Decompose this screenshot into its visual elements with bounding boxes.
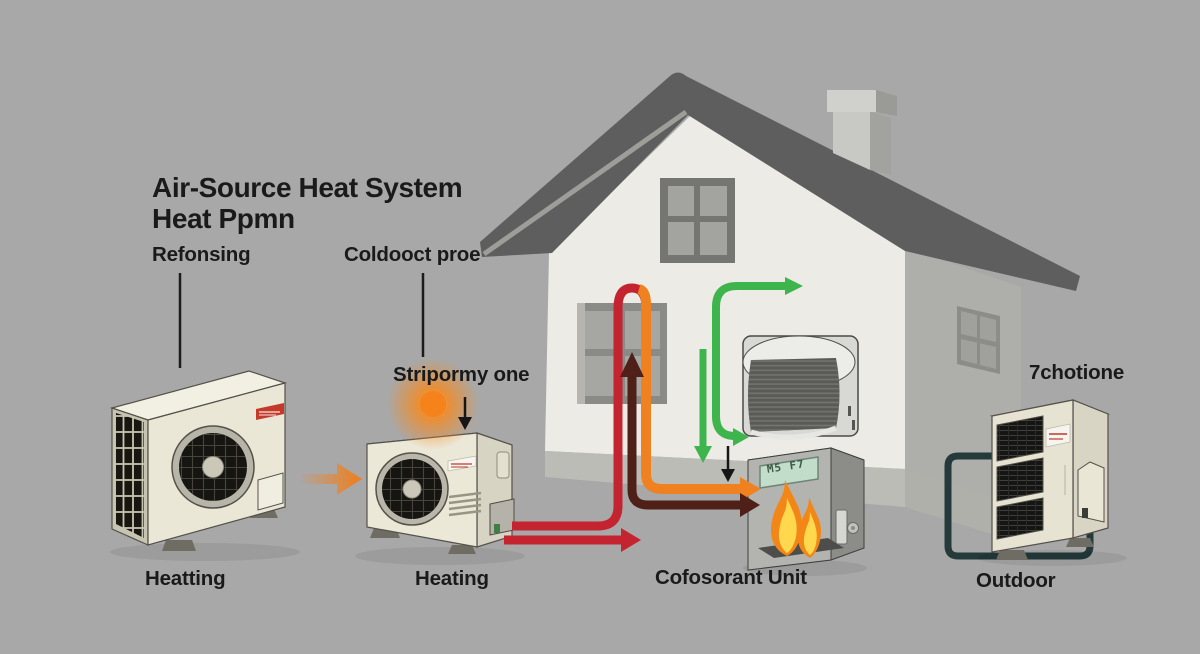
- arrow-down-icon: [458, 417, 472, 430]
- arrow-right-icon: [740, 493, 760, 517]
- orange-flow-arrow: [301, 463, 362, 495]
- callout-refonsing: Refonsing: [152, 243, 251, 266]
- louver-vents: [448, 491, 482, 517]
- caption-right-unit: Outdoor: [976, 569, 1056, 592]
- callout-coldooct-proe: Coldooct proe: [344, 243, 481, 266]
- maroon-return-pipe: [620, 352, 760, 517]
- service-connection-box: [1077, 461, 1105, 523]
- burner-valve-handle: [835, 509, 859, 545]
- grille-icon: [996, 415, 1044, 540]
- arrow-right-icon: [740, 477, 761, 501]
- orange-supply-pipe: [637, 284, 761, 501]
- left-heat-pump-unit: [109, 370, 300, 561]
- caption-middle-unit: Heating: [415, 567, 489, 590]
- chimney: [827, 90, 897, 175]
- brand-badge: [256, 403, 284, 420]
- brand-badge: [447, 455, 477, 472]
- middle-heat-pump-unit: [355, 432, 525, 565]
- arrow-right-icon: [785, 277, 803, 295]
- arrow-right-icon: [621, 528, 641, 552]
- side-window: [957, 306, 1000, 374]
- indoor-fan-coil-unit: [742, 335, 859, 440]
- burner-lcd-display: [759, 456, 819, 489]
- caption-burner-unit: Cofosorant Unit: [655, 566, 807, 589]
- diagram-title-line1: Air-Source Heat System: [152, 172, 463, 203]
- callout-stripormy-one: Stripormy one: [393, 363, 530, 386]
- caption-left-unit: Heatting: [145, 567, 226, 590]
- diagram-title-line2: Heat Ppmn: [152, 203, 295, 234]
- arrow-down-icon: [721, 469, 735, 482]
- arrow-up-icon: [620, 352, 644, 377]
- arrow-down-icon: [694, 446, 712, 463]
- burner-unit: [743, 447, 867, 576]
- brand-badge: [1045, 423, 1071, 448]
- right-outdoor-unit: [977, 399, 1127, 566]
- callout-7chotione: 7chotione: [1029, 361, 1125, 384]
- burner-down-arrow: [721, 446, 735, 482]
- callout-pointer-lines: [178, 273, 425, 368]
- fan-icon: [171, 425, 255, 509]
- stripormy-down-arrow: [458, 397, 472, 430]
- fan-icon: [375, 452, 449, 526]
- pipe-connection-box: [489, 498, 515, 536]
- heat-glow-icon: [387, 358, 479, 450]
- flame-icon: [770, 480, 821, 558]
- green-down-arrow: [694, 349, 712, 463]
- arrow-right-icon: [733, 428, 749, 446]
- attic-window: [660, 178, 735, 263]
- outdoor-refrigerant-pipe: [944, 452, 1094, 560]
- green-airflow-arrow: [712, 277, 803, 446]
- house-roof: [480, 72, 1080, 291]
